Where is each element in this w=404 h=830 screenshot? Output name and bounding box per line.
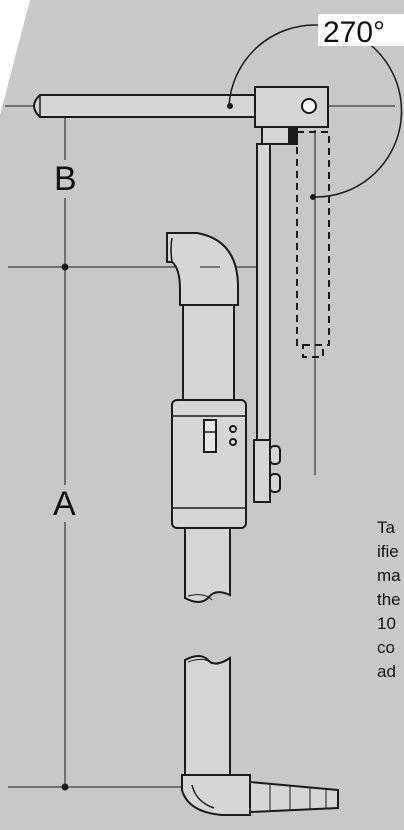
text-fragment: ifie [377, 542, 399, 561]
bottom-elbow [181, 774, 251, 816]
text-fragment: Ta [377, 518, 396, 537]
text-fragment: ma [377, 566, 401, 585]
rotated-position-dashed [296, 131, 330, 358]
pivot-hole [301, 98, 317, 114]
dimension-a-label: A [53, 485, 76, 523]
motor-housing [171, 399, 247, 529]
dimension-a: A [53, 267, 76, 791]
vertical-rod [256, 143, 271, 445]
text-fragment: the [377, 590, 401, 609]
dimension-point [61, 783, 69, 791]
dimension-b-label: B [54, 160, 77, 198]
switch [203, 419, 217, 453]
angle-label-background [318, 14, 404, 46]
rod-clamp [253, 439, 281, 503]
text-fragment: 10 [377, 614, 396, 633]
angle-label: 270° [323, 16, 385, 49]
text-fragment: ad [377, 662, 396, 681]
blade-head [249, 780, 339, 814]
pivot-block [254, 86, 329, 145]
paragraph-fragments: Ta ifie ma the 10 co ad [377, 518, 401, 681]
horizontal-arm [33, 94, 256, 118]
upper-shaft [182, 304, 235, 401]
lower-shaft [184, 527, 231, 791]
text-fragment: co [377, 638, 395, 657]
